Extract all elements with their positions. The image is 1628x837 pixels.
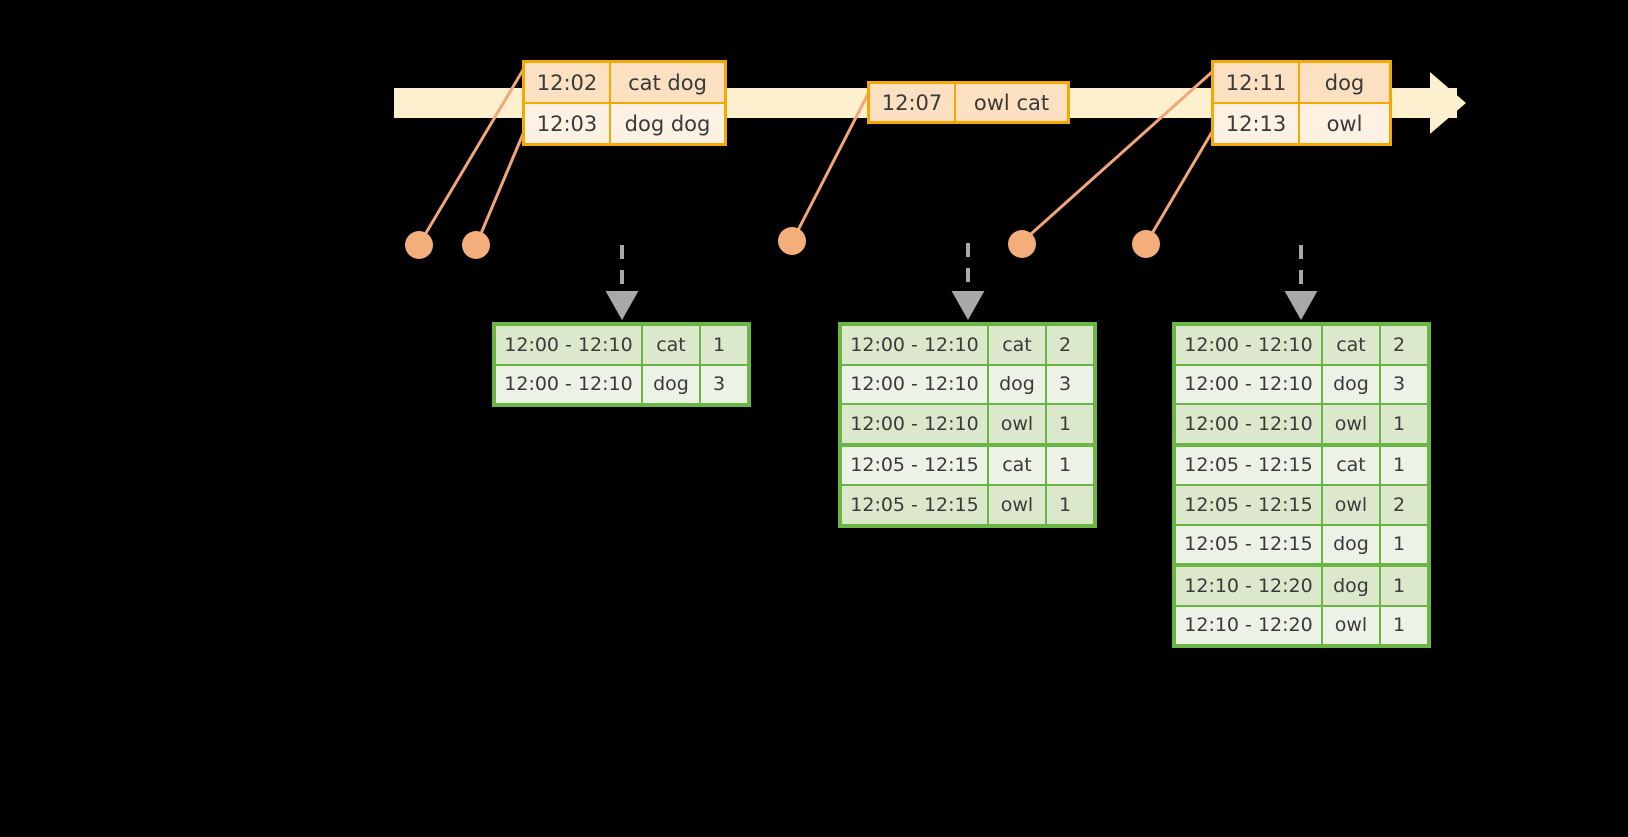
- event-time: 12:11: [1214, 63, 1300, 102]
- event-box-3[interactable]: 12:11 dog 12:13 owl: [1211, 60, 1392, 146]
- table-row[interactable]: 12:00 - 12:10 owl 1: [1176, 403, 1427, 443]
- event-words: cat dog: [628, 70, 707, 95]
- word-cell: dog: [1323, 567, 1381, 605]
- word-cell: cat: [989, 446, 1047, 484]
- count-cell: 2: [1392, 493, 1406, 516]
- count-cell: 3: [1392, 373, 1406, 396]
- table-row[interactable]: 12:05 - 12:15 cat 1: [842, 442, 1093, 484]
- stream-dot-4: [1008, 230, 1036, 258]
- event-words: dog: [1324, 70, 1365, 95]
- window-cell: 12:05 - 12:15: [1176, 525, 1323, 563]
- event-row[interactable]: 12:07 owl cat: [870, 84, 1067, 121]
- table-row[interactable]: 12:00 - 12:10 owl 1: [842, 403, 1093, 443]
- emit-arrows: [605, 243, 1318, 321]
- word-cell: owl: [989, 486, 1047, 524]
- event-words: dog dog: [624, 111, 711, 136]
- count-cell: 2: [1392, 333, 1406, 356]
- table-row[interactable]: 12:10 - 12:20 owl 1: [1176, 604, 1427, 644]
- event-words: owl: [1326, 111, 1363, 136]
- event-time: 12:03: [525, 104, 611, 143]
- emit-arrow-3: [1284, 245, 1318, 321]
- stream-dot-1: [405, 231, 433, 259]
- window-cell: 12:10 - 12:20: [1176, 606, 1323, 644]
- window-cell: 12:05 - 12:15: [842, 486, 989, 524]
- window-cell: 12:00 - 12:10: [496, 365, 643, 403]
- window-cell: 12:00 - 12:10: [842, 405, 989, 443]
- count-cell: 1: [1058, 412, 1072, 435]
- event-time: 12:13: [1214, 104, 1300, 143]
- word-cell: cat: [1323, 446, 1381, 484]
- event-box-2[interactable]: 12:07 owl cat: [867, 81, 1070, 124]
- window-cell: 12:00 - 12:10: [842, 365, 989, 403]
- count-cell: 3: [712, 373, 726, 396]
- event-row[interactable]: 12:03 dog dog: [525, 102, 724, 143]
- count-cell: 1: [1058, 493, 1072, 516]
- count-cell: 1: [1392, 533, 1406, 556]
- table-row[interactable]: 12:00 - 12:10 dog 3: [842, 363, 1093, 403]
- window-cell: 12:10 - 12:20: [1176, 567, 1323, 605]
- word-cell: cat: [643, 326, 701, 364]
- emit-arrow-2: [951, 243, 985, 321]
- count-cell: 2: [1058, 333, 1072, 356]
- count-cell: 1: [1392, 574, 1406, 597]
- emit-arrow-1: [605, 245, 639, 321]
- event-time: 12:02: [525, 63, 611, 102]
- result-table-3[interactable]: 12:00 - 12:10 cat 2 12:00 - 12:10 dog 3 …: [1172, 322, 1431, 648]
- word-cell: owl: [989, 405, 1047, 443]
- window-cell: 12:05 - 12:15: [1176, 446, 1323, 484]
- event-time: 12:07: [870, 84, 956, 121]
- table-row[interactable]: 12:05 - 12:15 cat 1: [1176, 442, 1427, 484]
- result-table-2[interactable]: 12:00 - 12:10 cat 2 12:00 - 12:10 dog 3 …: [838, 322, 1097, 528]
- table-row[interactable]: 12:05 - 12:15 dog 1: [1176, 523, 1427, 563]
- count-cell: 1: [1392, 454, 1406, 477]
- stream-dot-2: [462, 231, 490, 259]
- window-cell: 12:05 - 12:15: [1176, 486, 1323, 524]
- stream-dot-3: [778, 227, 806, 255]
- word-cell: cat: [989, 326, 1047, 364]
- table-row[interactable]: 12:10 - 12:20 dog 1: [1176, 563, 1427, 605]
- event-row[interactable]: 12:11 dog: [1214, 63, 1389, 102]
- result-table-1[interactable]: 12:00 - 12:10 cat 1 12:00 - 12:10 dog 3: [492, 322, 751, 407]
- window-cell: 12:00 - 12:10: [1176, 365, 1323, 403]
- count-cell: 1: [1058, 454, 1072, 477]
- stream-dot-5: [1132, 230, 1160, 258]
- count-cell: 1: [712, 333, 726, 356]
- word-cell: dog: [989, 365, 1047, 403]
- word-cell: owl: [1323, 606, 1381, 644]
- event-words: owl cat: [973, 90, 1050, 115]
- table-row[interactable]: 12:05 - 12:15 owl 2: [1176, 484, 1427, 524]
- table-row[interactable]: 12:00 - 12:10 dog 3: [496, 363, 747, 403]
- event-box-1[interactable]: 12:02 cat dog 12:03 dog dog: [522, 60, 727, 146]
- window-cell: 12:05 - 12:15: [842, 446, 989, 484]
- table-row[interactable]: 12:00 - 12:10 cat 2: [1176, 326, 1427, 364]
- table-row[interactable]: 12:00 - 12:10 cat 1: [496, 326, 747, 364]
- word-cell: dog: [643, 365, 701, 403]
- count-cell: 1: [1392, 412, 1406, 435]
- word-cell: dog: [1323, 525, 1381, 563]
- window-cell: 12:00 - 12:10: [496, 326, 643, 364]
- event-row[interactable]: 12:02 cat dog: [525, 63, 724, 102]
- count-cell: 3: [1058, 373, 1072, 396]
- count-cell: 1: [1392, 614, 1406, 637]
- table-row[interactable]: 12:05 - 12:15 owl 1: [842, 484, 1093, 524]
- window-cell: 12:00 - 12:10: [1176, 326, 1323, 364]
- table-row[interactable]: 12:00 - 12:10 dog 3: [1176, 363, 1427, 403]
- stream-dots: [405, 227, 1160, 259]
- window-cell: 12:00 - 12:10: [842, 326, 989, 364]
- word-cell: dog: [1323, 365, 1381, 403]
- word-cell: cat: [1323, 326, 1381, 364]
- word-cell: owl: [1323, 405, 1381, 443]
- table-row[interactable]: 12:00 - 12:10 cat 2: [842, 326, 1093, 364]
- event-row[interactable]: 12:13 owl: [1214, 102, 1389, 143]
- word-cell: owl: [1323, 486, 1381, 524]
- window-cell: 12:00 - 12:10: [1176, 405, 1323, 443]
